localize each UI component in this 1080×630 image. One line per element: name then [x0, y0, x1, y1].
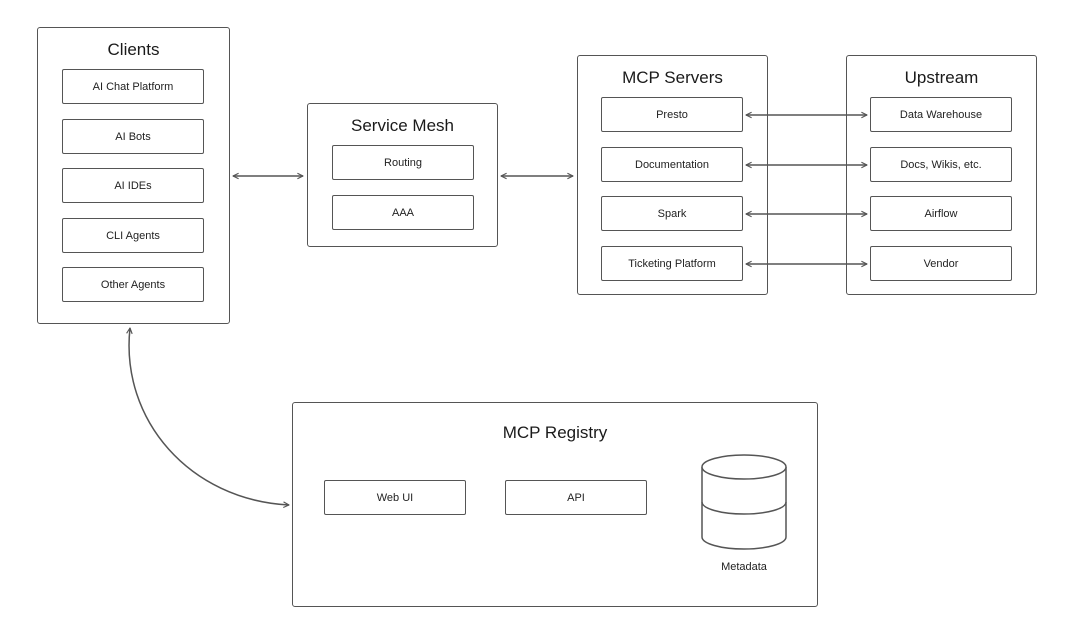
mesh-aaa[interactable]: AAA [332, 195, 474, 230]
client-ai-ides[interactable]: AI IDEs [62, 168, 204, 203]
registry-api[interactable]: API [505, 480, 647, 515]
metadata-label: Metadata [721, 561, 767, 573]
metadata-database-icon [701, 454, 787, 550]
mesh-routing[interactable]: Routing [332, 145, 474, 180]
client-ai-chat-platform[interactable]: AI Chat Platform [62, 69, 204, 104]
upstream-data-warehouse[interactable]: Data Warehouse [870, 97, 1012, 132]
server-spark[interactable]: Spark [601, 196, 743, 231]
upstream-docs-wikis[interactable]: Docs, Wikis, etc. [870, 147, 1012, 182]
service-mesh-title: Service Mesh [351, 116, 454, 135]
registry-web-ui[interactable]: Web UI [324, 480, 466, 515]
server-presto[interactable]: Presto [601, 97, 743, 132]
upstream-airflow[interactable]: Airflow [870, 196, 1012, 231]
mcp-registry-title: MCP Registry [502, 423, 608, 442]
mcp-servers-title: MCP Servers [622, 68, 723, 87]
upstream-vendor[interactable]: Vendor [870, 246, 1012, 281]
upstream-title: Upstream [904, 68, 979, 87]
clients-title: Clients [107, 40, 160, 59]
server-documentation[interactable]: Documentation [601, 147, 743, 182]
server-ticketing-platform[interactable]: Ticketing Platform [601, 246, 743, 281]
client-ai-bots[interactable]: AI Bots [62, 119, 204, 154]
client-cli-agents[interactable]: CLI Agents [62, 218, 204, 253]
client-other-agents[interactable]: Other Agents [62, 267, 204, 302]
arrow-clients-registry [129, 328, 289, 505]
